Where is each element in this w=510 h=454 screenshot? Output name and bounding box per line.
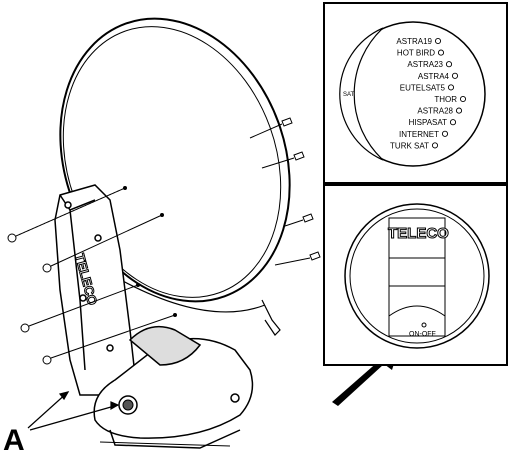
satellite-option-label: INTERNET — [399, 130, 439, 139]
satellite-option-label: HISPASAT — [409, 118, 447, 127]
satellite-option-radio-icon — [441, 130, 449, 137]
callout-arrows — [27, 391, 120, 431]
satellite-option-label: ASTRA19 — [396, 37, 432, 46]
satellite-option-radio-icon — [459, 95, 467, 103]
satellite-option-radio-icon — [449, 119, 457, 126]
control-unit-drawing: TELECO ON-OFF — [344, 203, 490, 349]
satellite-option-label: ASTRA28 — [417, 107, 453, 116]
support-arm — [54, 184, 136, 396]
satellite-option-label: HOT BIRD — [397, 49, 435, 58]
right-screws — [249, 117, 321, 266]
sat-center-label: SAT — [343, 92, 355, 98]
satellite-option-radio-icon — [455, 107, 463, 114]
power-indicator-icon — [421, 322, 427, 328]
callout-label-a: A — [3, 424, 25, 454]
power-label: ON-OFF — [409, 331, 436, 338]
base-dome — [93, 325, 254, 449]
satellite-option-radio-icon — [451, 72, 459, 79]
satellite-option-radio-icon — [431, 142, 439, 149]
satellite-option-label: ASTRA23 — [407, 60, 443, 69]
left-fasteners — [7, 186, 177, 365]
control-brand-logo: TELECO — [388, 225, 449, 242]
satellite-option-radio-icon — [447, 84, 455, 91]
satellite-option-radio-icon — [437, 49, 445, 56]
satellite-option-label: TURK SAT — [390, 141, 429, 150]
satellite-option-radio-icon — [434, 37, 442, 45]
control-unit-panel: TELECO ON-OFF — [323, 184, 508, 366]
satellite-option-label: THOR — [434, 95, 457, 104]
satellite-option-radio-icon — [445, 61, 453, 68]
satellite-option-label: EUTELSAT5 — [400, 83, 446, 92]
satellite-option-label: ASTRA4 — [418, 72, 450, 81]
locking-knob — [118, 395, 138, 415]
